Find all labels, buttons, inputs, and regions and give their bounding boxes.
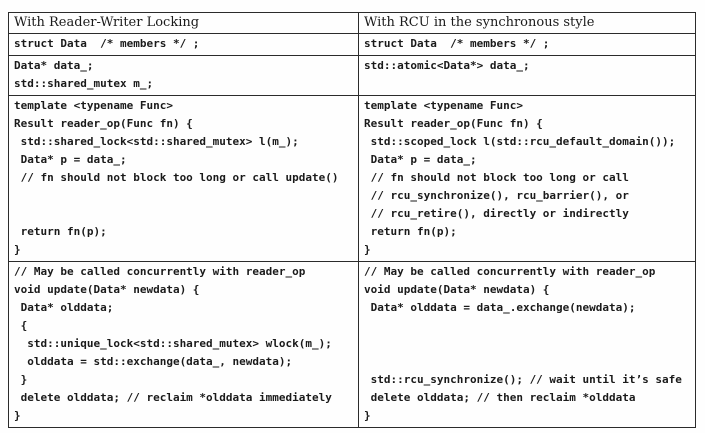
cell-reader-op-rw: template <typename Func> Result reader_o… — [8, 95, 359, 262]
column-header-reader-writer-locking: With Reader-Writer Locking — [8, 12, 359, 34]
rw-locking-vs-rcu-comparison-table: With Reader-Writer Locking With RCU in t… — [8, 12, 696, 428]
cell-struct-rcu: struct Data /* members */ ; — [358, 33, 696, 56]
cell-members-rcu: std::atomic<Data*> data_; — [358, 55, 696, 96]
table-row-reader-op: template <typename Func> Result reader_o… — [8, 95, 696, 262]
table-row-update: // May be called concurrently with reade… — [8, 261, 696, 428]
cell-members-rw: Data* data_; std::shared_mutex m_; — [8, 55, 359, 96]
cell-update-rcu: // May be called concurrently with reade… — [358, 261, 696, 428]
table-row-shared-state: Data* data_; std::shared_mutex m_; std::… — [8, 55, 696, 96]
header-row: With Reader-Writer Locking With RCU in t… — [8, 12, 696, 34]
column-header-rcu-synchronous: With RCU in the synchronous style — [358, 12, 696, 34]
cell-update-rw: // May be called concurrently with reade… — [8, 261, 359, 428]
cell-struct-rw: struct Data /* members */ ; — [8, 33, 359, 56]
cell-reader-op-rcu: template <typename Func> Result reader_o… — [358, 95, 696, 262]
table-row-struct-declaration: struct Data /* members */ ; struct Data … — [8, 33, 696, 56]
